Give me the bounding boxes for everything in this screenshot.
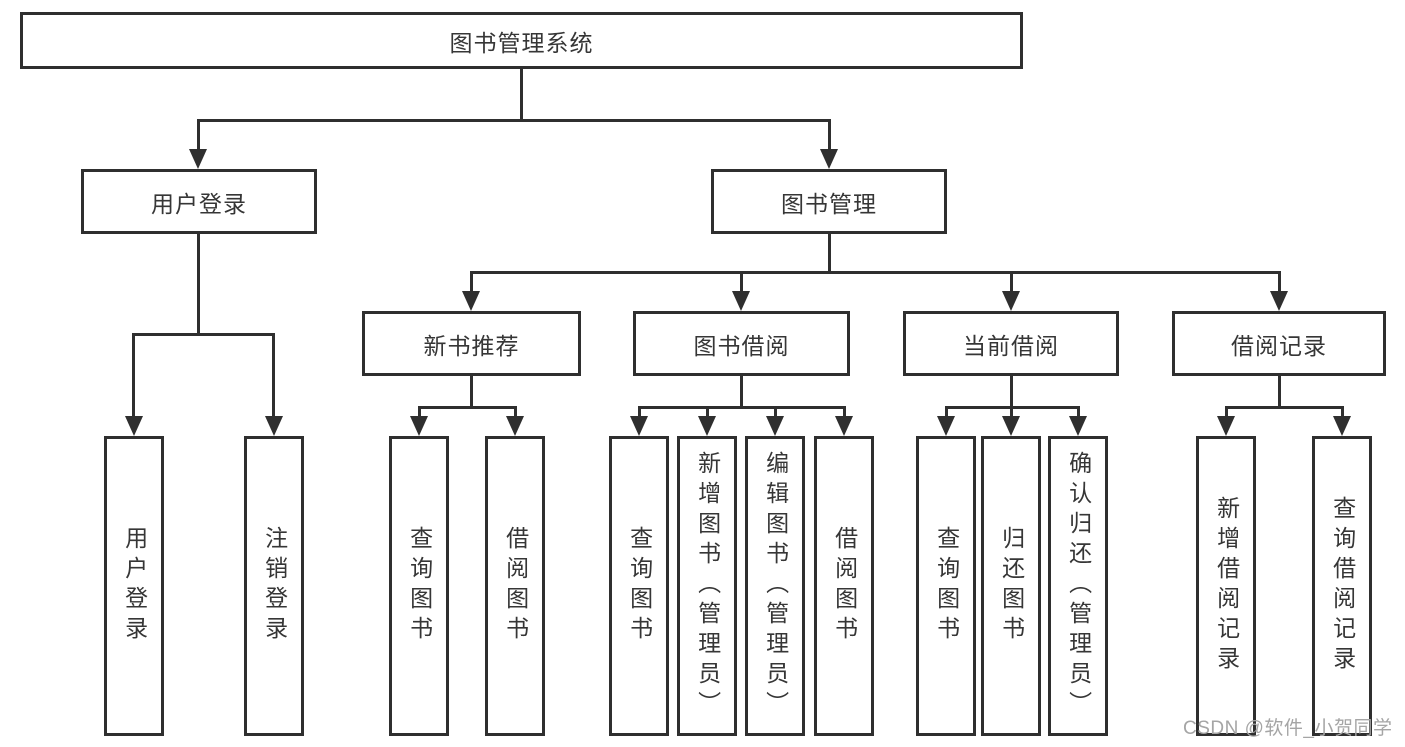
connector-line-h bbox=[1225, 406, 1344, 409]
connector-line-h bbox=[638, 406, 846, 409]
leaf-query-book-current: 查询图书 bbox=[916, 436, 976, 736]
leaf-query-book-recommend: 查询图书 bbox=[389, 436, 449, 736]
arrow-down-icon bbox=[1270, 291, 1288, 311]
leaf-query-book-current-label: 查询图书 bbox=[933, 526, 960, 646]
leaf-query-book-borrowing: 查询图书 bbox=[609, 436, 669, 736]
node-current-borrowing: 当前借阅 bbox=[903, 311, 1119, 376]
connector-line-v bbox=[1010, 406, 1013, 418]
connector-line-v bbox=[1225, 406, 1228, 418]
leaf-add-book-admin-label: 新增图书（管理员） bbox=[694, 451, 721, 721]
leaf-logout: 注销登录 bbox=[244, 436, 304, 736]
node-borrow-records: 借阅记录 bbox=[1172, 311, 1386, 376]
arrow-down-icon bbox=[506, 416, 524, 436]
leaf-query-borrow-record: 查询借阅记录 bbox=[1312, 436, 1372, 736]
node-book-borrowing: 图书借阅 bbox=[633, 311, 850, 376]
arrow-down-icon bbox=[1002, 416, 1020, 436]
leaf-return-book-label: 归还图书 bbox=[998, 526, 1025, 646]
arrow-down-icon bbox=[820, 149, 838, 169]
leaf-edit-book-admin-label: 编辑图书（管理员） bbox=[762, 451, 789, 721]
node-book-borrowing-label: 图书借阅 bbox=[693, 332, 790, 359]
leaf-borrow-book: 借阅图书 bbox=[814, 436, 874, 736]
node-user-login-label: 用户登录 bbox=[151, 190, 247, 217]
node-book-management-label: 图书管理 bbox=[781, 190, 877, 217]
connector-line-h bbox=[470, 271, 1281, 274]
node-new-book-recommend-label: 新书推荐 bbox=[423, 332, 520, 359]
arrow-down-icon bbox=[1217, 416, 1235, 436]
leaf-borrow-book-recommend: 借阅图书 bbox=[485, 436, 545, 736]
connector-line-v bbox=[638, 406, 641, 418]
connector-line-v bbox=[132, 333, 135, 416]
connector-line-v bbox=[470, 376, 473, 408]
arrow-down-icon bbox=[462, 291, 480, 311]
connector-line-v bbox=[740, 376, 743, 408]
leaf-user-login-label: 用户登录 bbox=[121, 526, 148, 646]
arrow-down-icon bbox=[732, 291, 750, 311]
leaf-query-book-borrowing-label: 查询图书 bbox=[626, 526, 653, 646]
leaf-logout-label: 注销登录 bbox=[261, 526, 288, 646]
connector-line-v bbox=[418, 406, 421, 418]
connector-line-v bbox=[945, 406, 948, 418]
connector-line-v bbox=[1278, 376, 1281, 408]
connector-line-h bbox=[418, 406, 517, 409]
leaf-confirm-return-admin-label: 确认归还（管理员） bbox=[1065, 451, 1092, 721]
leaf-confirm-return-admin: 确认归还（管理员） bbox=[1048, 436, 1108, 736]
node-new-book-recommend: 新书推荐 bbox=[362, 311, 581, 376]
leaf-edit-book-admin: 编辑图书（管理员） bbox=[745, 436, 805, 736]
leaf-borrow-book-recommend-label: 借阅图书 bbox=[502, 526, 529, 646]
watermark: CSDN @软件_小贺同学 bbox=[1183, 718, 1393, 739]
connector-line-v bbox=[197, 234, 200, 335]
arrow-down-icon bbox=[410, 416, 428, 436]
connector-line-v bbox=[706, 406, 709, 418]
node-library-system-label: 图书管理系统 bbox=[449, 29, 594, 56]
arrow-down-icon bbox=[1333, 416, 1351, 436]
connector-line-v bbox=[1077, 406, 1080, 418]
connector-line-v bbox=[828, 234, 831, 273]
arrow-down-icon bbox=[937, 416, 955, 436]
connector-line-v bbox=[1010, 376, 1013, 408]
leaf-return-book: 归还图书 bbox=[981, 436, 1041, 736]
arrow-down-icon bbox=[698, 416, 716, 436]
connector-line-v bbox=[740, 271, 743, 293]
leaf-borrow-book-label: 借阅图书 bbox=[831, 526, 858, 646]
leaf-add-borrow-record: 新增借阅记录 bbox=[1196, 436, 1256, 736]
leaf-query-book-recommend-label: 查询图书 bbox=[406, 526, 433, 646]
arrow-down-icon bbox=[1069, 416, 1087, 436]
connector-line-v bbox=[843, 406, 846, 418]
leaf-add-borrow-record-label: 新增借阅记录 bbox=[1213, 496, 1240, 676]
leaf-user-login: 用户登录 bbox=[104, 436, 164, 736]
connector-line-v bbox=[514, 406, 517, 418]
arrow-down-icon bbox=[189, 149, 207, 169]
node-borrow-records-label: 借阅记录 bbox=[1231, 332, 1327, 359]
node-current-borrowing-label: 当前借阅 bbox=[963, 332, 1059, 359]
connector-line-v bbox=[1341, 406, 1344, 418]
connector-line-v bbox=[828, 119, 831, 151]
connector-line-v bbox=[1010, 271, 1013, 293]
connector-line-h bbox=[197, 119, 831, 122]
connector-line-v bbox=[197, 119, 200, 151]
node-user-login: 用户登录 bbox=[81, 169, 317, 234]
leaf-add-book-admin: 新增图书（管理员） bbox=[677, 436, 737, 736]
arrow-down-icon bbox=[125, 416, 143, 436]
node-book-management: 图书管理 bbox=[711, 169, 947, 234]
arrow-down-icon bbox=[265, 416, 283, 436]
connector-line-v bbox=[774, 406, 777, 418]
arrow-down-icon bbox=[630, 416, 648, 436]
connector-line-v bbox=[272, 333, 275, 416]
arrow-down-icon bbox=[835, 416, 853, 436]
arrow-down-icon bbox=[766, 416, 784, 436]
arrow-down-icon bbox=[1002, 291, 1020, 311]
leaf-query-borrow-record-label: 查询借阅记录 bbox=[1329, 496, 1356, 676]
connector-line-v bbox=[520, 69, 523, 120]
connector-line-v bbox=[1278, 271, 1281, 293]
node-library-system: 图书管理系统 bbox=[20, 12, 1023, 69]
connector-line-v bbox=[470, 271, 473, 293]
connector-line-h bbox=[132, 333, 275, 336]
